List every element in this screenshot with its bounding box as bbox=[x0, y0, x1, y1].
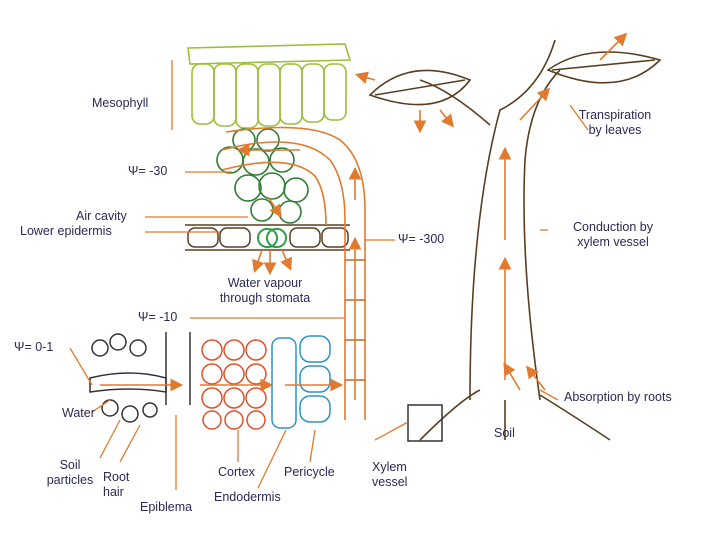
label-xylem-vessel-line2: vessel bbox=[372, 475, 408, 489]
label-transpiration: Transpiration by leaves bbox=[560, 108, 670, 138]
label-root-hair-line2: hair bbox=[103, 485, 124, 499]
water-flow-arrows bbox=[100, 143, 362, 400]
label-conduction: Conduction by xylem vessel bbox=[552, 220, 674, 250]
stoma-guard-cells bbox=[256, 227, 288, 249]
cortex-cells bbox=[201, 339, 267, 430]
mesophyll-palisade bbox=[187, 43, 352, 129]
label-xylem-vessel-line1: Xylem bbox=[372, 460, 407, 474]
label-soil-particles: Soil particles bbox=[40, 458, 100, 488]
label-transpiration-line1: Transpiration bbox=[578, 108, 652, 122]
root-hair-zone bbox=[89, 332, 191, 423]
label-psi-30: Ψ= -30 bbox=[128, 164, 168, 178]
label-endodermis: Endodermis bbox=[214, 490, 281, 504]
soil-box bbox=[407, 404, 443, 442]
label-water-vapour-line1: Water vapour bbox=[227, 276, 303, 290]
label-psi-0-1: Ψ= 0-1 bbox=[14, 340, 54, 354]
label-absorption: Absorption by roots bbox=[564, 390, 672, 404]
label-conduction-line2: xylem vessel bbox=[577, 235, 649, 249]
label-root-hair-line1: Root bbox=[103, 470, 130, 484]
label-water-vapour: Water vapour through stomata bbox=[200, 276, 330, 306]
leaf-left bbox=[368, 69, 472, 106]
label-water: Water bbox=[62, 406, 95, 420]
label-cortex: Cortex bbox=[218, 465, 255, 479]
plant-arrows bbox=[354, 32, 628, 391]
label-soil: Soil bbox=[494, 426, 515, 440]
label-leaders bbox=[69, 60, 589, 490]
label-conduction-line1: Conduction by bbox=[573, 220, 653, 234]
label-pericycle: Pericycle bbox=[284, 465, 335, 479]
endodermis-pericycle-cells bbox=[271, 335, 331, 429]
label-soil-particles-line1: Soil bbox=[59, 458, 81, 472]
label-psi-300: Ψ= -300 bbox=[398, 232, 445, 246]
label-psi-10: Ψ= -10 bbox=[138, 310, 178, 324]
label-transpiration-line2: by leaves bbox=[588, 123, 642, 137]
lower-epidermis bbox=[185, 224, 350, 251]
label-epiblema: Epiblema bbox=[140, 500, 193, 514]
label-mesophyll: Mesophyll bbox=[92, 96, 149, 110]
label-xylem-vessel: Xylem vessel bbox=[372, 460, 407, 490]
leaf-right bbox=[546, 51, 662, 84]
label-lower-epidermis: Lower epidermis bbox=[20, 224, 112, 238]
label-air-cavity: Air cavity bbox=[76, 209, 127, 223]
label-water-vapour-line2: through stomata bbox=[219, 291, 311, 305]
label-root-hair: Root hair bbox=[103, 470, 129, 500]
label-soil-particles-line2: particles bbox=[46, 473, 94, 487]
